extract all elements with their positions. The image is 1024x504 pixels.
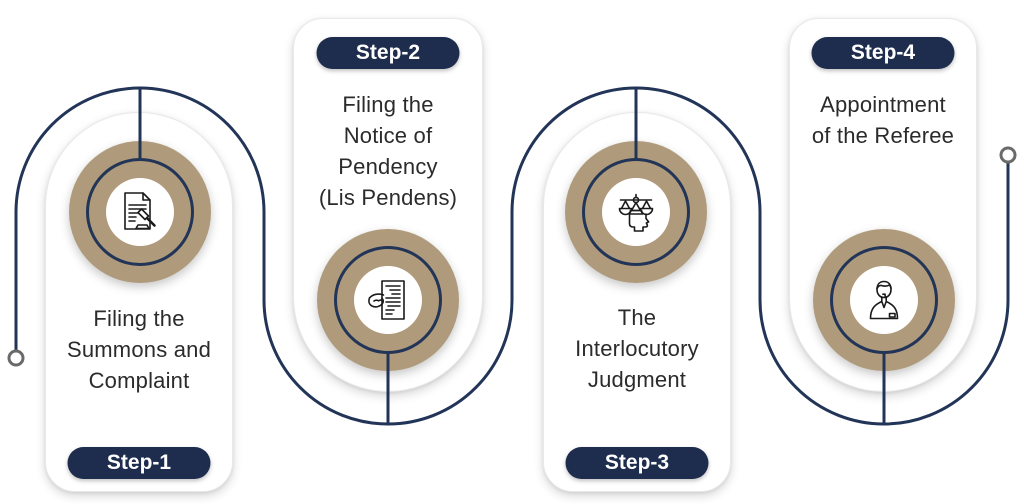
step-1-label: Filing the Summons and Complaint <box>46 303 232 396</box>
step-4-icon-badge <box>813 229 955 371</box>
step-3-line: The <box>617 305 657 330</box>
step-4-label: Appointment of the Referee <box>790 89 976 151</box>
step-2-line: Pendency <box>338 154 438 179</box>
step-1-line: Complaint <box>88 368 190 393</box>
step-3-badge: Step-3 <box>565 447 709 479</box>
step-3-line: Interlocutory <box>575 336 699 361</box>
icon-core <box>850 266 918 334</box>
icon-core <box>106 178 174 246</box>
flow-end-marker <box>999 146 1017 164</box>
icon-ring <box>830 246 938 354</box>
step-4-badge: Step-4 <box>811 37 955 69</box>
step-1-badge: Step-1 <box>67 447 211 479</box>
step-1-line: Filing the <box>93 306 185 331</box>
hand-document-icon <box>368 280 405 320</box>
step-2-line: (Lis Pendens) <box>318 185 458 210</box>
document-gavel-icon <box>124 192 156 230</box>
step-2-line: Filing the <box>342 92 434 117</box>
referee-person-icon <box>869 280 899 320</box>
flow-start-marker <box>7 349 25 367</box>
icon-ring <box>582 158 690 266</box>
icon-ring <box>86 158 194 266</box>
icon-core <box>354 266 422 334</box>
icon-ring <box>334 246 442 354</box>
step-2-badge: Step-2 <box>316 37 460 69</box>
step-3-label: The Interlocutory Judgment <box>544 302 730 395</box>
step-2-line: Notice of <box>343 123 433 148</box>
step-1-line: Summons and <box>66 337 212 362</box>
step-1-icon-badge <box>69 141 211 283</box>
step-3-line: Judgment <box>587 367 687 392</box>
step-3-icon-badge <box>565 141 707 283</box>
step-2-label: Filing the Notice of Pendency (Lis Pende… <box>294 89 482 213</box>
step-4-line: Appointment <box>820 92 946 117</box>
step-4-line: of the Referee <box>811 123 955 148</box>
step-2-icon-badge <box>317 229 459 371</box>
icon-core <box>602 178 670 246</box>
scales-head-icon <box>618 193 654 232</box>
